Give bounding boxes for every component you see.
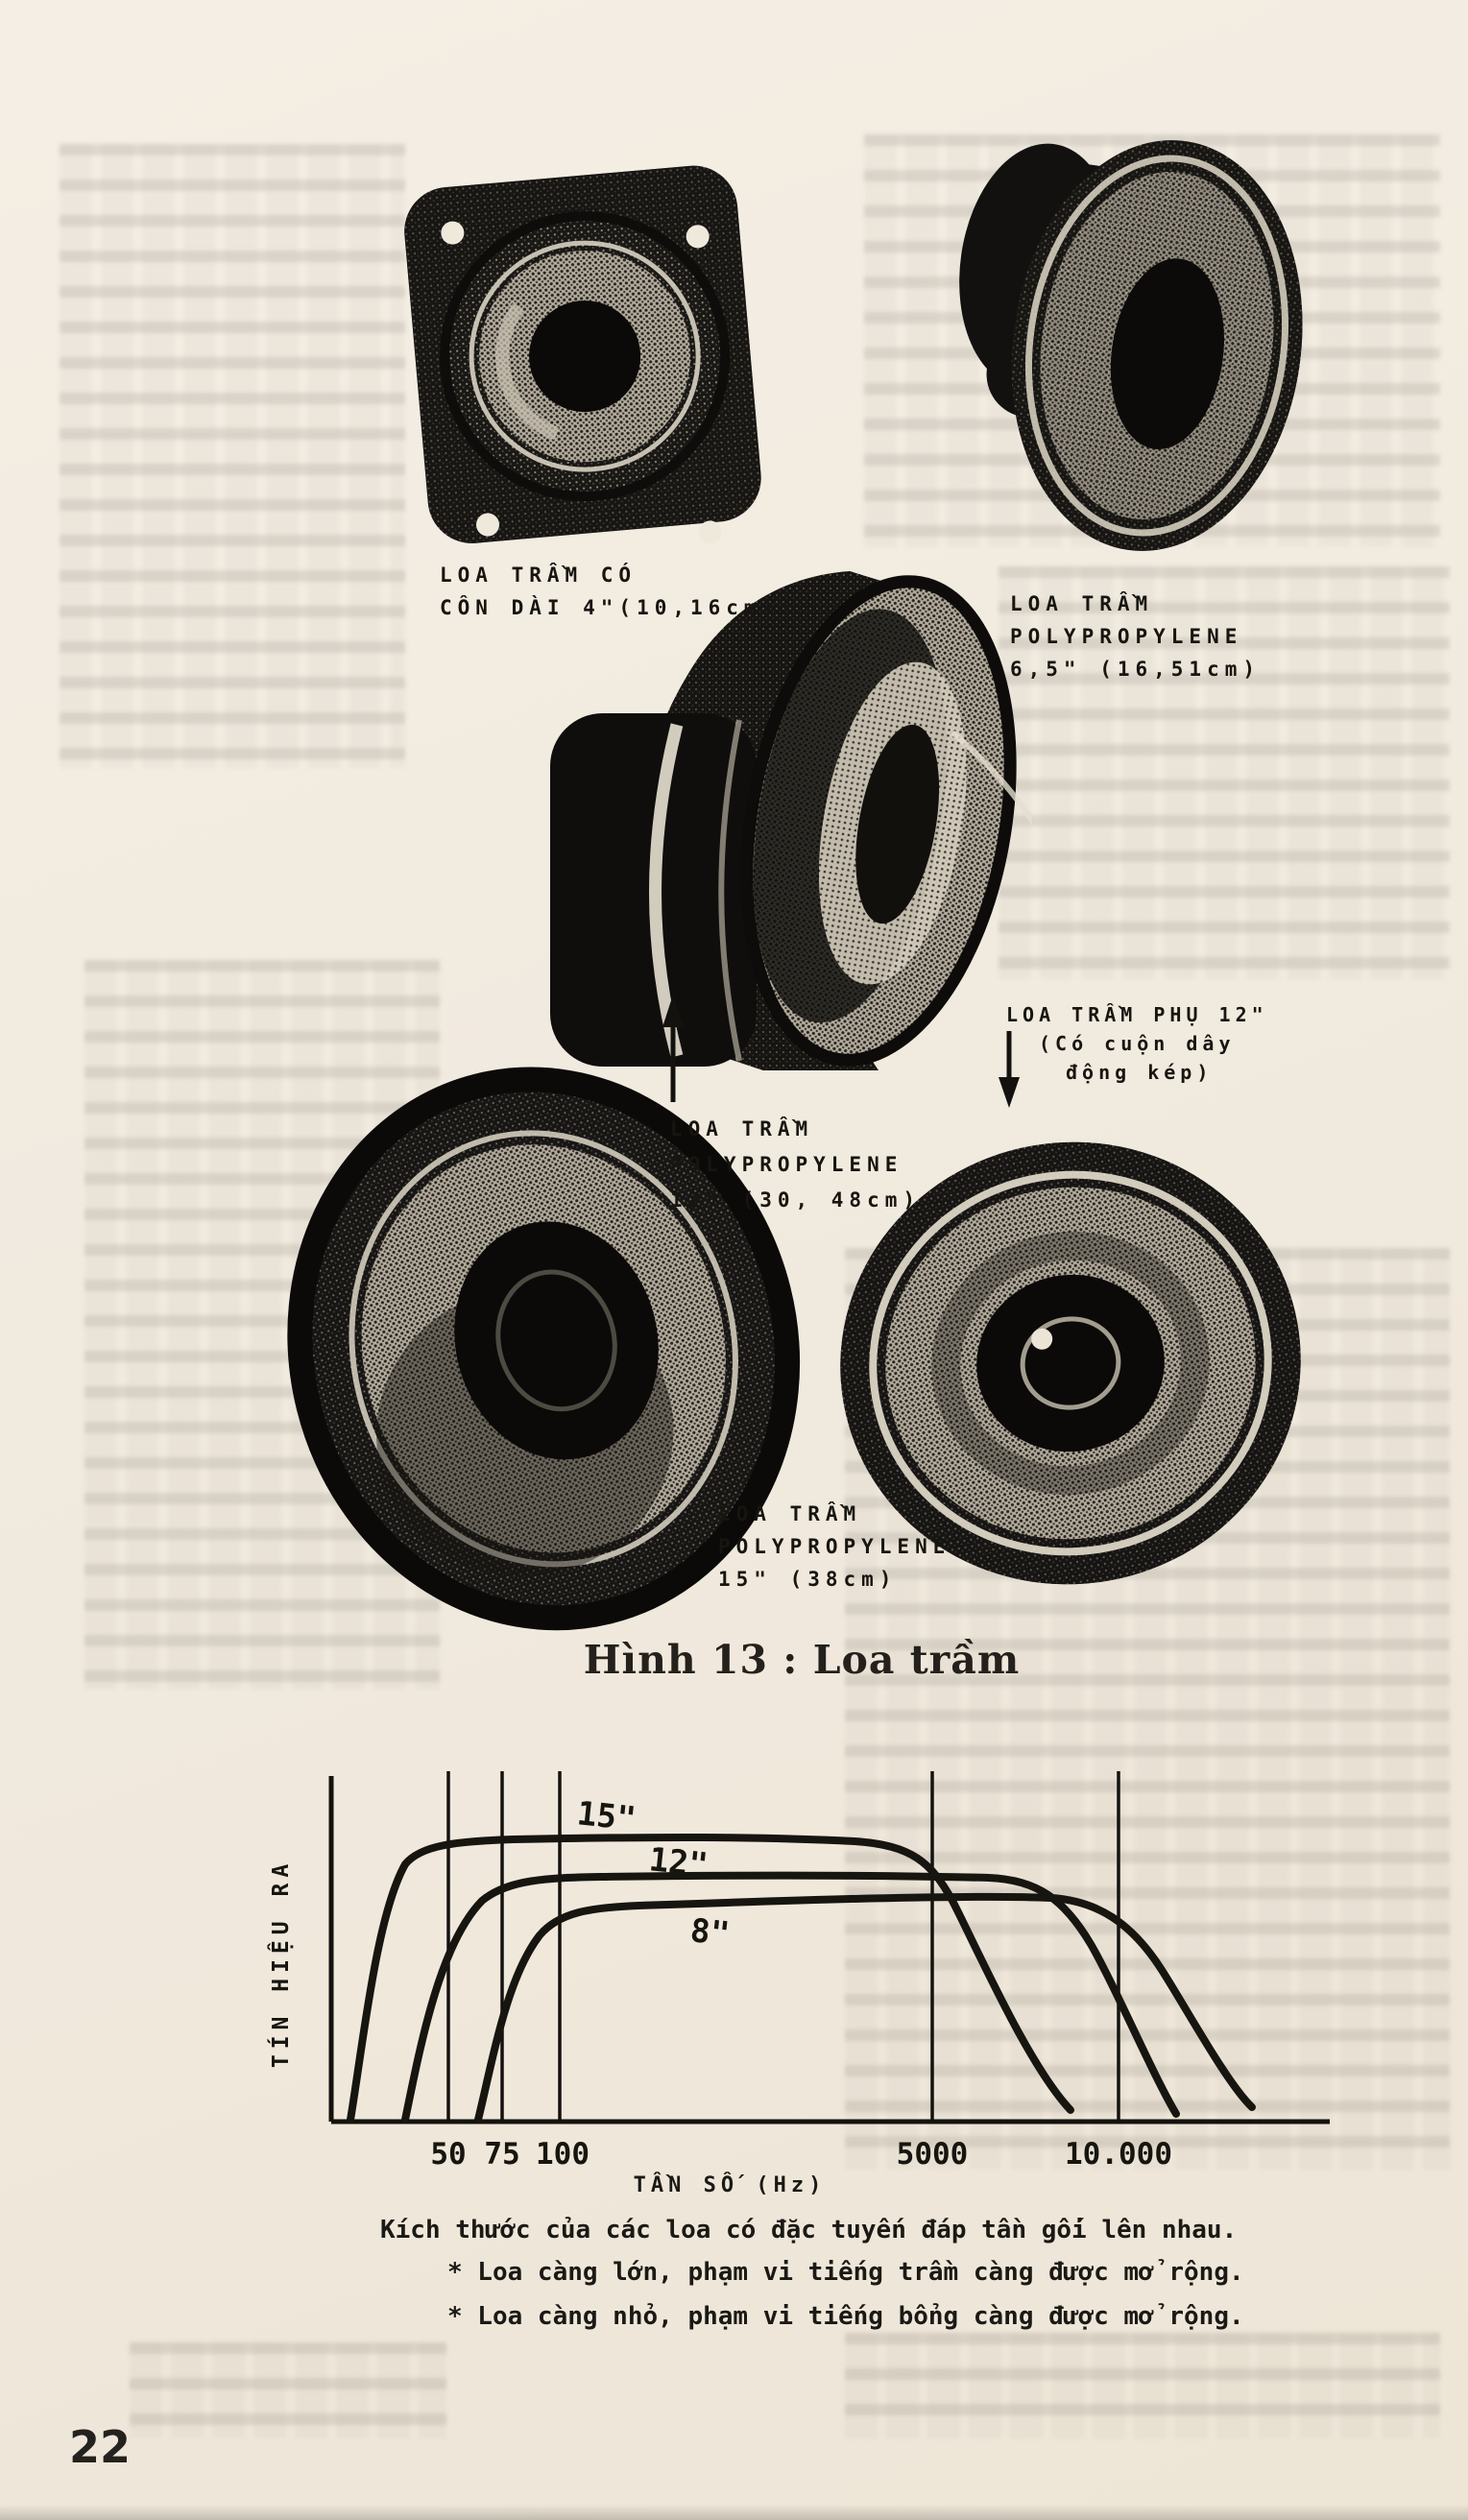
speaker-label-line: LOA TRẦM — [1010, 592, 1154, 615]
speaker-label-line: LOA TRẦM PHỤ 12" — [1006, 1003, 1268, 1026]
speaker-label-line: POLYPROPYLENE — [1010, 625, 1243, 648]
speaker-label-line: LOA TRẦM — [718, 1502, 862, 1525]
speaker-label-line: 6,5" (16,51cm) — [1010, 658, 1262, 681]
speaker-photo-15in-woofer — [287, 1067, 801, 1631]
caption-heading: Kích thước của các loa có đặc tuyến đáp … — [380, 2216, 1238, 2244]
speaker-label-line: CÔN DÀI 4"(10,16cm) — [440, 596, 781, 619]
bleedthrough-text — [845, 2333, 1440, 2438]
speaker-label-line: POLYPROPYLENE — [670, 1153, 903, 1176]
speaker-label-line: LOA TRẦM — [670, 1117, 814, 1140]
speaker-photo-6-5in-woofer — [959, 140, 1303, 551]
speaker-photo-12in-woofer-side — [550, 571, 1032, 1070]
x-tick-75: 75 — [484, 2137, 519, 2172]
speaker-label-4in: LOA TRẦM CÓ CÔN DÀI 4"(10,16cm) — [440, 559, 780, 624]
y-axis-label: TÍN HIỆU RA — [267, 1859, 294, 2068]
speaker-label-12in-sub: LOA TRẦM PHỤ 12" (Có cuộn dây động kép) — [1006, 1000, 1268, 1087]
speaker-label-15in: LOA TRẦM POLYPROPYLENE 15" (38cm) — [718, 1498, 951, 1596]
x-tick-50: 50 — [430, 2137, 466, 2172]
arrow-up-icon — [662, 995, 684, 1102]
speaker-photo-4in-woofer — [404, 165, 761, 544]
curve-label-8in: 8" — [688, 1911, 732, 1954]
frequency-response-chart: 15" 12" 8" 50 75 100 5000 10.000 TÍN HIỆ… — [267, 1771, 1330, 2172]
curve-label-12in: 12" — [647, 1840, 710, 1884]
page-number: 22 — [69, 2421, 132, 2473]
speaker-label-6-5in: LOA TRẦM POLYPROPYLENE 6,5" (16,51cm) — [1010, 588, 1261, 685]
caption-bullet-2: * Loa càng nhỏ, phạm vi tiếng bổng càng … — [447, 2302, 1244, 2331]
speaker-label-line: LOA TRẦM CÓ — [440, 564, 638, 587]
speaker-label-line: 12" (30, 48cm) — [670, 1188, 922, 1212]
x-tick-10000: 10.000 — [1065, 2137, 1172, 2172]
curve-label-15in: 15" — [575, 1794, 638, 1838]
arrow-down-icon — [999, 1031, 1020, 1108]
speaker-label-line: 15" (38cm) — [718, 1568, 898, 1591]
speaker-label-line: (Có cuộn dây — [1039, 1032, 1236, 1055]
speaker-photo-12in-subwoofer — [840, 1141, 1301, 1585]
speaker-label-12in: LOA TRẦM POLYPROPYLENE 12" (30, 48cm) — [670, 1112, 921, 1218]
x-tick-100: 100 — [536, 2137, 590, 2172]
bleedthrough-text — [130, 2342, 446, 2438]
curve-15in — [347, 1833, 1074, 2124]
caption-bullet-1: * Loa càng lớn, phạm vi tiếng trầm càng … — [447, 2258, 1244, 2287]
bleedthrough-text — [60, 144, 405, 768]
curve-12in — [401, 1871, 1180, 2124]
speaker-label-line: động kép) — [1066, 1061, 1214, 1084]
speaker-label-line: POLYPROPYLENE — [718, 1535, 951, 1558]
figure-caption: Hình 13 : Loa trầm — [583, 1637, 1021, 1683]
curve-8in — [474, 1892, 1256, 2124]
x-tick-5000: 5000 — [897, 2137, 969, 2172]
x-axis-label: TẦN SỐ (Hz) — [633, 2173, 827, 2197]
